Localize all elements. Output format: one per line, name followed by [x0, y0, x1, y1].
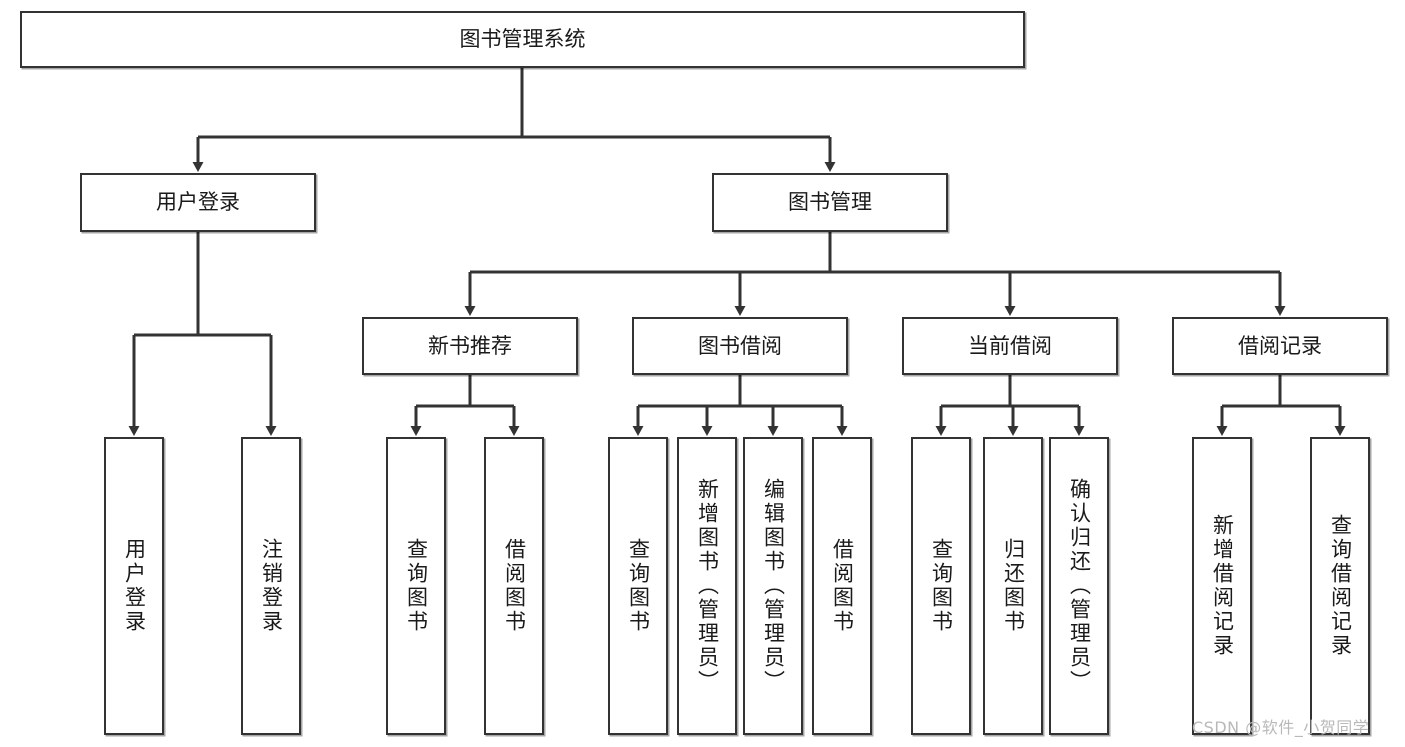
node-leaf-rec-query-label: 查询图书	[404, 538, 429, 634]
node-leaf-rec-borrow[interactable]: 借阅图书	[484, 437, 544, 735]
node-leaf-borrow-add[interactable]: 新增图书（管理员）	[677, 437, 737, 735]
node-leaf-user-login[interactable]: 用户登录	[104, 437, 164, 735]
node-leaf-user-logout-label: 注销登录	[259, 538, 284, 634]
node-leaf-borrow-lend[interactable]: 借阅图书	[812, 437, 872, 735]
node-leaf-cur-confirm[interactable]: 确认归还（管理员）	[1049, 437, 1109, 735]
node-book-borrow[interactable]: 图书借阅	[632, 317, 848, 375]
node-leaf-cur-query-label: 查询图书	[929, 538, 954, 634]
node-current-borrow[interactable]: 当前借阅	[902, 317, 1118, 375]
node-book-manage-label: 图书管理	[788, 190, 872, 215]
node-leaf-rec-query[interactable]: 查询图书	[386, 437, 446, 735]
node-borrow-record-label: 借阅记录	[1238, 333, 1322, 358]
node-user-login[interactable]: 用户登录	[80, 173, 316, 232]
node-leaf-borrow-lend-label: 借阅图书	[830, 538, 855, 634]
node-leaf-rec-search-label: 查询借阅记录	[1328, 514, 1353, 658]
node-leaf-rec-search[interactable]: 查询借阅记录	[1310, 437, 1370, 735]
node-new-book-rec-label: 新书推荐	[428, 333, 512, 358]
node-new-book-rec[interactable]: 新书推荐	[362, 317, 578, 375]
node-leaf-cur-return[interactable]: 归还图书	[983, 437, 1043, 735]
node-leaf-borrow-add-label: 新增图书（管理员）	[695, 478, 720, 694]
node-root-label: 图书管理系统	[459, 27, 586, 52]
node-leaf-rec-add-label: 新增借阅记录	[1210, 514, 1235, 658]
node-leaf-borrow-edit[interactable]: 编辑图书（管理员）	[743, 437, 803, 735]
node-current-borrow-label: 当前借阅	[968, 333, 1052, 358]
node-leaf-cur-query[interactable]: 查询图书	[911, 437, 971, 735]
node-leaf-rec-borrow-label: 借阅图书	[502, 538, 527, 634]
node-leaf-borrow-query[interactable]: 查询图书	[608, 437, 668, 735]
node-book-borrow-label: 图书借阅	[698, 333, 782, 358]
node-leaf-rec-add[interactable]: 新增借阅记录	[1192, 437, 1252, 735]
node-leaf-borrow-query-label: 查询图书	[626, 538, 651, 634]
node-leaf-user-login-label: 用户登录	[122, 538, 147, 634]
node-leaf-borrow-edit-label: 编辑图书（管理员）	[761, 478, 786, 694]
node-root[interactable]: 图书管理系统	[20, 11, 1025, 68]
node-user-login-label: 用户登录	[156, 190, 240, 215]
node-borrow-record[interactable]: 借阅记录	[1172, 317, 1388, 375]
node-leaf-cur-return-label: 归还图书	[1001, 538, 1026, 634]
node-leaf-cur-confirm-label: 确认归还（管理员）	[1067, 478, 1092, 694]
node-leaf-user-logout[interactable]: 注销登录	[241, 437, 301, 735]
node-book-manage[interactable]: 图书管理	[712, 173, 948, 232]
